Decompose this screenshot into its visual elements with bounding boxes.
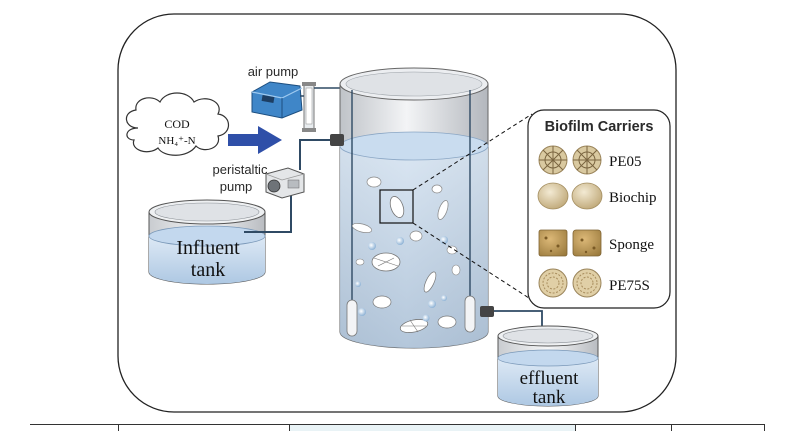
reactor-contents (351, 176, 461, 333)
table-header-cell (672, 425, 765, 431)
carrier-label-pe05: PE05 (609, 154, 642, 170)
air-bubble (441, 295, 447, 301)
air-pump-icon (251, 81, 303, 119)
reactor-column (339, 67, 489, 349)
influent-label-line2: tank (191, 259, 225, 281)
carrier-label-biochip: Biochip (609, 190, 657, 206)
table-header-strip (30, 424, 765, 431)
carrier-particle (446, 245, 458, 255)
reactor-inlet-connector (330, 134, 344, 146)
carrier-particle (451, 264, 461, 276)
biochip-carrier-icon (537, 182, 603, 210)
influent-label-line1: Influent (176, 237, 240, 259)
table-header-cell (576, 425, 673, 431)
carrier-particle (437, 200, 449, 220)
carriers-panel-title: Biofilm Carriers (545, 119, 654, 135)
zoom-region-box (379, 189, 414, 224)
sponge-carrier-icon (538, 229, 602, 257)
air-bubble (422, 314, 430, 322)
table-header-cell (289, 425, 577, 431)
cloud-icon (125, 92, 230, 156)
influent-tank (148, 199, 266, 285)
table-header-cell (119, 425, 290, 431)
pe75s-carrier-icon (538, 268, 602, 298)
carrier-particle (351, 222, 373, 234)
carrier-particle (372, 295, 392, 309)
air-bubble (368, 242, 376, 250)
carrier-label-sponge: Sponge (609, 237, 654, 253)
effluent-tank (497, 325, 599, 407)
carrier-particle (437, 315, 457, 329)
carrier-label-pe75s: PE75S (609, 278, 650, 294)
carrier-particle (366, 176, 382, 188)
air-diffuser-left (346, 299, 358, 337)
air-bubble (440, 236, 448, 244)
cod-label: COD (164, 117, 190, 131)
carrier-particle (423, 271, 437, 293)
reactor-outlet-connector (480, 306, 494, 317)
air-diffuser-right (464, 295, 476, 333)
pe05-carrier-icon (538, 145, 602, 175)
table-header-cell (30, 425, 119, 431)
effluent-label-line2: tank (533, 387, 566, 408)
air-bubble (396, 237, 404, 245)
peristaltic-pump-icon (265, 167, 305, 199)
feed-arrow-icon (228, 126, 282, 154)
flowmeter-icon (302, 82, 316, 132)
carrier-particle (431, 184, 443, 194)
air-bubble (428, 300, 436, 308)
nh4n-label: NH₄⁺-N (158, 135, 195, 147)
carrier-particle (355, 258, 365, 266)
air-pump-label: air pump (248, 64, 299, 79)
zoom-line-bottom (412, 222, 533, 301)
zoom-line-top (412, 113, 533, 191)
air-bubble (355, 281, 361, 287)
peristaltic-label-line2: pump (220, 179, 253, 194)
carrier-particle (409, 230, 423, 242)
air-bubble (358, 308, 366, 316)
peristaltic-label-line1: peristaltic (213, 162, 268, 177)
effluent-label-line1: effluent (520, 368, 579, 389)
pump-to-reactor-pipe (299, 139, 338, 170)
